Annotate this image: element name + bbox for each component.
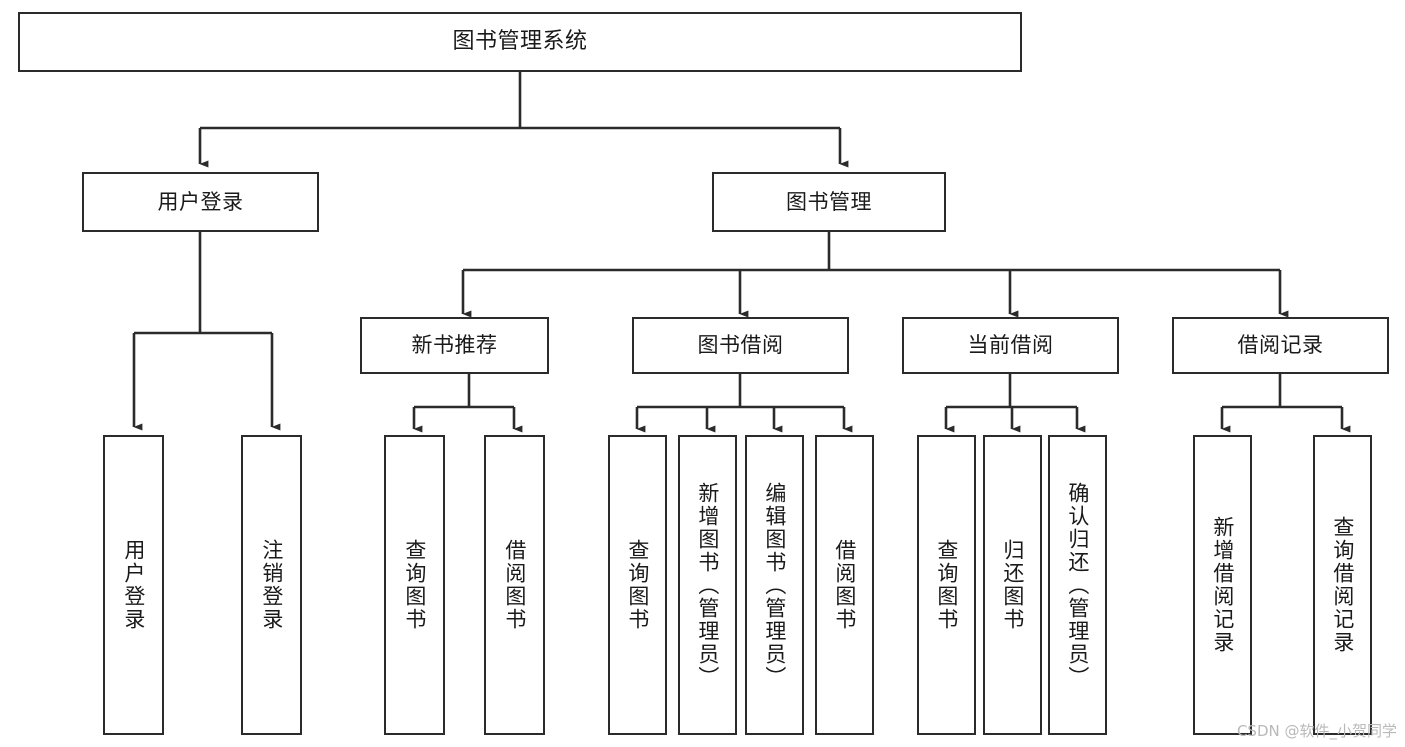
node-book-management[interactable]: 图书管理 (712, 172, 946, 232)
node-new-book-recommendation[interactable]: 新书推荐 (360, 317, 549, 374)
node-label: 新书推荐 (411, 333, 498, 358)
leaf-edit-book-admin[interactable]: 编辑图书（管理员） (745, 435, 804, 735)
node-label: 借阅图书 (502, 539, 527, 631)
node-label: 新增借阅记录 (1210, 516, 1235, 654)
node-book-borrowing[interactable]: 图书借阅 (632, 317, 849, 374)
leaf-query-borrow-record[interactable]: 查询借阅记录 (1313, 435, 1372, 735)
csdn-watermark: CSDN @软件_小贺同学 (1236, 722, 1397, 740)
node-label: 图书管理 (786, 189, 872, 214)
node-label: 新增图书（管理员） (695, 481, 720, 689)
node-label: 图书管理系统 (452, 29, 588, 55)
node-current-borrowing[interactable]: 当前借阅 (902, 317, 1119, 374)
leaf-borrow-book-borrow[interactable]: 借阅图书 (815, 435, 874, 735)
leaf-return-book[interactable]: 归还图书 (983, 435, 1042, 735)
node-label: 用户登录 (157, 189, 244, 214)
node-borrowing-record[interactable]: 借阅记录 (1172, 317, 1389, 374)
leaf-query-book-borrow[interactable]: 查询图书 (608, 435, 667, 735)
node-label: 用户登录 (121, 539, 146, 631)
node-label: 查询图书 (625, 539, 650, 631)
leaf-query-book-current[interactable]: 查询图书 (917, 435, 976, 735)
node-label: 借阅记录 (1237, 333, 1324, 358)
leaf-add-borrow-record[interactable]: 新增借阅记录 (1193, 435, 1252, 735)
node-label: 借阅图书 (832, 539, 857, 631)
leaf-add-book-admin[interactable]: 新增图书（管理员） (678, 435, 737, 735)
node-label: 图书借阅 (697, 333, 784, 358)
leaf-borrow-book-new-rec[interactable]: 借阅图书 (484, 435, 545, 735)
node-user-login[interactable]: 用户登录 (82, 172, 319, 232)
leaf-confirm-return-admin[interactable]: 确认归还（管理员） (1048, 435, 1107, 735)
leaf-user-login[interactable]: 用户登录 (103, 435, 164, 735)
node-label: 编辑图书（管理员） (762, 481, 787, 689)
node-root-book-management-system[interactable]: 图书管理系统 (18, 12, 1022, 72)
leaf-logout[interactable]: 注销登录 (241, 435, 302, 735)
node-label: 查询图书 (934, 539, 959, 631)
node-label: 当前借阅 (967, 333, 1054, 358)
node-label: 注销登录 (259, 539, 284, 631)
node-label: 归还图书 (1000, 539, 1025, 631)
leaf-query-book-new-rec[interactable]: 查询图书 (384, 435, 445, 735)
node-label: 查询图书 (402, 539, 427, 631)
node-label: 查询借阅记录 (1330, 516, 1355, 654)
node-label: 确认归还（管理员） (1065, 481, 1090, 689)
